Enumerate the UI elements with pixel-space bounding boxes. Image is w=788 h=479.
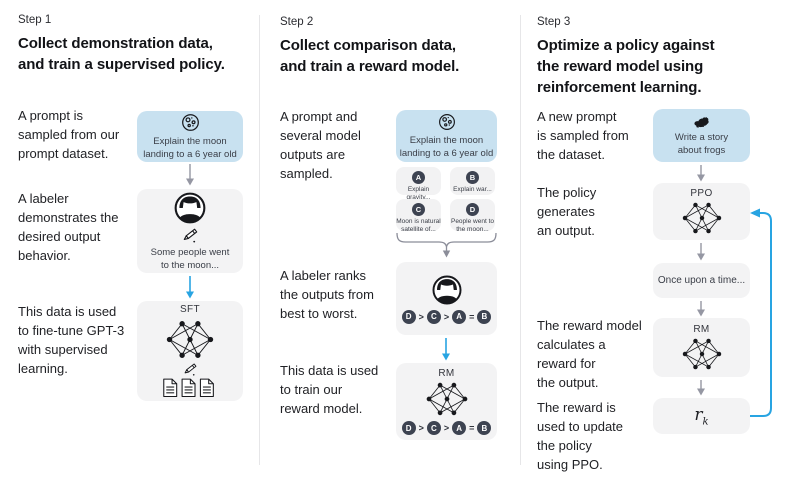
column-divider <box>520 15 521 465</box>
reward-symbol: rk <box>694 404 709 428</box>
answer-card: C Moon is natural satellite of... <box>396 199 441 233</box>
rm-model-box: RM D > C > A = B <box>396 363 497 440</box>
prompt-text: Explain the moon landing to a 6 year old <box>143 135 237 160</box>
ranking-separator: > <box>443 311 450 322</box>
ranking: D > C > A = B <box>401 421 492 435</box>
ranking-item: B <box>477 309 492 324</box>
arrow-down-icon <box>186 164 194 186</box>
model-label: PPO <box>690 188 713 199</box>
ranking: D > C > A = B <box>401 309 492 324</box>
arrow-down-blue-icon <box>442 338 450 361</box>
answer-badge: A <box>412 171 425 184</box>
ranking-item: A <box>452 309 467 324</box>
caption: This data is used to fine-tune GPT-3 wit… <box>18 304 125 376</box>
arrow-down-blue-icon <box>186 276 194 299</box>
ranking-separator: > <box>418 311 424 322</box>
prompt-box: Explain the moon landing to a 6 year old <box>396 110 497 162</box>
answer-text: Explain gravity... <box>406 186 431 201</box>
answer-text: Moon is natural satellite of... <box>396 218 441 233</box>
caption: The reward model calculates a reward for… <box>537 318 642 390</box>
rm-model-box: RM <box>653 318 750 377</box>
ranking-item: A <box>452 421 467 435</box>
moon-icon <box>181 113 199 131</box>
ranking-item: C <box>426 421 441 435</box>
ranking-separator: > <box>443 423 450 433</box>
answer-badge: B <box>466 171 479 184</box>
model-label: RM <box>438 368 455 379</box>
ranking-item: D <box>401 309 416 324</box>
caption: A labeler demonstrates the desired outpu… <box>18 191 119 263</box>
prompt-text: Write a story about frogs <box>674 131 729 156</box>
labeler-output-text: Some people went to the moon... <box>150 246 230 271</box>
caption: The policy generates an output. <box>537 185 597 238</box>
prompt-box: Write a story about frogs <box>653 109 750 162</box>
answer-text: Explain war... <box>453 186 492 193</box>
step-label: Step 1 <box>18 14 52 26</box>
arrow-down-icon <box>697 243 705 261</box>
labeler-box: Some people went to the moon... <box>137 189 243 273</box>
sft-model-box: SFT <box>137 301 243 401</box>
documents-icon <box>163 378 214 398</box>
caption: A new prompt is sampled from the dataset… <box>537 109 629 162</box>
output-box: Once upon a time... <box>653 263 750 298</box>
caption: This data is used to train our reward mo… <box>280 363 379 416</box>
caption: The reward is used to update the policy … <box>537 400 624 472</box>
step-title: Collect demonstration data, and train a … <box>18 35 225 73</box>
answer-badge: D <box>466 203 479 216</box>
model-label: SFT <box>179 304 201 315</box>
labeler-icon <box>174 192 206 223</box>
answer-card: B Explain war... <box>450 167 495 195</box>
ranking-separator: = <box>469 311 475 322</box>
network-icon <box>166 321 214 358</box>
step-label: Step 3 <box>537 16 571 28</box>
caption: A prompt is sampled from our prompt data… <box>18 108 120 161</box>
pencil-icon <box>183 228 197 242</box>
ranking-separator: > <box>418 423 424 433</box>
prompt-box: Explain the moon landing to a 6 year old <box>137 111 243 162</box>
prompt-text: Explain the moon landing to a 6 year old <box>399 134 494 159</box>
step-title: Collect comparison data, and train a rew… <box>280 37 460 75</box>
ranking-separator: = <box>469 423 475 433</box>
frog-icon <box>693 116 709 128</box>
ranking-item: C <box>426 309 441 324</box>
feedback-loop-arrow-icon <box>750 208 772 417</box>
brace-down-icon <box>396 233 497 258</box>
labeler-box: D > C > A = B <box>396 262 497 335</box>
answer-card: A Explain gravity... <box>396 167 441 201</box>
caption: A labeler ranks the outputs from best to… <box>280 268 374 321</box>
pencil-icon <box>184 363 196 376</box>
output-text: Once upon a time... <box>657 275 746 286</box>
network-icon <box>682 338 721 370</box>
ppo-model-box: PPO <box>653 183 750 240</box>
labeler-icon <box>432 275 461 304</box>
ranking-item: B <box>477 421 492 435</box>
step-label: Step 2 <box>280 16 314 28</box>
ranking-item: D <box>401 421 416 435</box>
caption: A prompt and several model outputs are s… <box>280 109 361 181</box>
step-title: Optimize a policy against the reward mod… <box>537 37 715 96</box>
arrow-down-icon <box>697 380 705 396</box>
network-icon <box>426 382 467 416</box>
arrow-down-icon <box>697 165 705 182</box>
answer-text: People went to the moon... <box>450 218 494 233</box>
answer-card: D People went to the moon... <box>450 199 495 233</box>
network-icon <box>682 202 721 234</box>
arrow-down-icon <box>697 301 705 317</box>
moon-icon <box>438 113 455 130</box>
column-divider <box>259 15 260 465</box>
answer-badge: C <box>412 203 425 216</box>
reward-box: rk <box>653 398 750 434</box>
model-label: RM <box>693 324 710 335</box>
